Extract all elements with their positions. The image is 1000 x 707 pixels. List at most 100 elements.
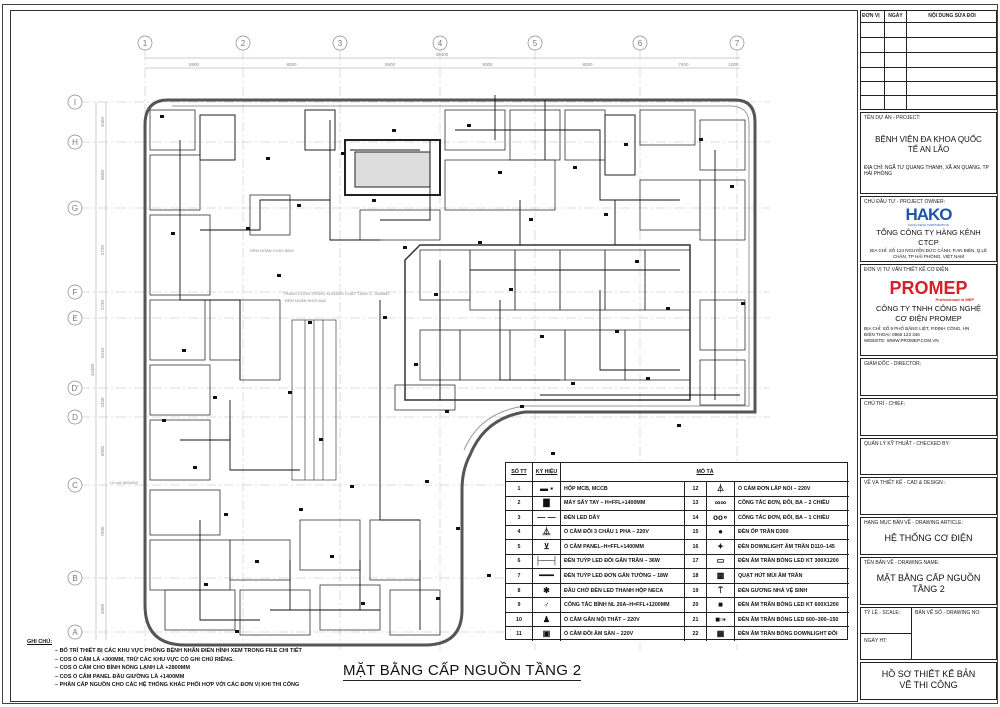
grid-bubble-col (632, 35, 648, 51)
consultant-section: ĐƠN VỊ TƯ VẤN THIẾT KẾ CƠ ĐIỆN: PROMEP P… (860, 264, 997, 356)
consultant-name: CÔNG TY TNHH CÔNG NGHỆ CƠ ĐIỆN PROMEP (875, 304, 981, 323)
notes-block: GHI CHÚ: – BỐ TRÍ THIẾT BỊ CÁC KHU VỰC P… (27, 638, 337, 698)
column-dim: 8500 (385, 62, 396, 67)
device-symbol (330, 555, 334, 558)
grid-bubble-col (729, 35, 745, 51)
legend-desc: ĐÈN ÂM TRẦN BÓNG LED KT 600X1200 (734, 598, 849, 612)
mirror-light-icon: ⍑ (706, 583, 734, 598)
grid-label-col: 6 (638, 39, 643, 48)
owner-name: TỔNG CÔNG TY HÀNG KÊNH CTCP (876, 228, 981, 247)
note-item: – COS Ổ CẮM LÀ +300MM, TRỪ CÁC KHU VỰC C… (55, 656, 234, 663)
drawing-frame (10, 10, 858, 702)
promep-logo: PROMEP (889, 278, 968, 298)
revision-table: ĐƠN VỊ NGÀY NỘI DUNG SỬA ĐỔI (860, 10, 997, 110)
power-circuits (160, 95, 745, 633)
rev-header-date: NGÀY (888, 13, 903, 19)
column-dim: 8000 (482, 62, 493, 67)
grid-bubble-row (67, 134, 83, 150)
drawing-no-label: BẢN VẼ SỐ - DRAWING NO: (915, 610, 981, 616)
grid-bubble-row (67, 409, 83, 425)
legend-desc: Ổ CẮM GẮN NỘI THẤT – 220V (560, 612, 684, 627)
row-dim: 4500 (100, 603, 105, 614)
hand-dryer-icon: ▇ (532, 496, 560, 511)
switch-2way-icon: ∞∞ (706, 496, 734, 511)
consultant-phone: ĐIỆN THOẠI: 0966 123 346 (864, 332, 920, 337)
device-symbol (635, 260, 639, 263)
grid-bubble-row (67, 310, 83, 326)
device-symbol (403, 246, 407, 249)
grid-label-row: I (74, 98, 76, 107)
legend-desc: ĐÈN ÂM TRẦN BÓNG LED 600–300–150 (734, 612, 849, 627)
legend-desc: Ổ CẮM PANEL–H=FFL+1400MM (560, 540, 684, 554)
legend-no: 6 (517, 558, 521, 565)
device-symbol (741, 302, 745, 305)
grid-bubble-col (527, 35, 543, 51)
device-symbol (414, 363, 418, 366)
legend-desc: CÔNG TẮC ĐƠN, ĐÔI, BA – 1 CHIỀU (734, 511, 849, 525)
legend-no: 19 (684, 583, 706, 598)
legend-no: 16 (684, 540, 706, 554)
grid-bubble-col (332, 35, 348, 51)
single-tube-icon: ━━━ (532, 569, 560, 583)
device-symbol (666, 307, 670, 310)
legend-desc: ĐÈN ỐP TRẦN D300 (734, 525, 849, 540)
article-value: HỆ THỐNG CƠ ĐIỆN (884, 533, 973, 543)
device-symbol (341, 152, 345, 155)
ceiling-light-icon: ● (706, 525, 734, 540)
label-fire-curtain: RÈM NGĂN CHÁY 8000 (250, 248, 294, 253)
escalator (291, 319, 337, 481)
column-dim: 8500 (189, 62, 200, 67)
grid-label-row: B (72, 574, 77, 583)
grid-label-col: 5 (533, 39, 538, 48)
project-name: BỆNH VIỆN ĐA KHOA QUỐC TẾ AN LÃO (875, 135, 982, 154)
device-symbol (361, 602, 365, 605)
panel-set-icon: ■▫▪ (706, 612, 734, 627)
device-symbol (467, 124, 471, 127)
led-junction-icon: ✱ (532, 583, 560, 598)
consultant-website: WEBSITE: WWW.PROMEP.COM.VN (864, 338, 939, 343)
scale-label: TỶ LỆ - SCALE: (864, 610, 901, 616)
device-symbol (246, 227, 250, 230)
project-address: ĐỊA CHỈ: NGÃ TƯ QUANG THANH, XÃ AN QUANG… (864, 165, 989, 177)
device-symbol (498, 171, 502, 174)
legend-desc: QUẠT HÚT MÙI ÂM TRẦN (734, 569, 849, 583)
rev-header-unit: ĐƠN VỊ (862, 13, 880, 19)
label-shaft: Lỗ mở 800x500 (110, 480, 139, 485)
legend-no: 7 (517, 573, 521, 580)
overall-width-dim: 49400 (436, 52, 449, 57)
device-symbol (624, 143, 628, 146)
device-symbol (392, 129, 396, 132)
row-dim: 5720 (100, 244, 105, 255)
grid-bubble-row (67, 570, 83, 586)
legend-no: 22 (684, 627, 706, 641)
floor-socket-icon: ▣ (532, 627, 560, 641)
legend-desc: HỘP MCB, MCCB (560, 482, 684, 496)
grid-label-row: E (72, 314, 77, 323)
device-symbol (551, 452, 555, 455)
drawing-name-value: MẶT BẰNG CẤP NGUỒN TẦNG 2 (876, 573, 981, 594)
rev-header-content: NỘI DUNG SỬA ĐỔI (928, 13, 976, 19)
device-symbol (571, 382, 575, 385)
legend-no: 20 (684, 598, 706, 612)
column-dim: 8000 (286, 62, 297, 67)
grid-label-row: D (72, 413, 78, 422)
device-symbol (383, 316, 387, 319)
legend-no: 5 (517, 543, 521, 550)
notes-title: GHI CHÚ: (27, 639, 53, 645)
device-symbol (425, 480, 429, 483)
drawing-name-label: TÊN BẢN VẼ - DRAWING NAME: (864, 560, 940, 566)
column-dim: 1000 (728, 62, 739, 67)
device-symbol (162, 419, 166, 422)
device-symbol (299, 508, 303, 511)
device-symbol (288, 391, 292, 394)
label-smoke-curtain: RÈM NGĂN KHÓI 8A8 (285, 298, 326, 303)
row-dim: 6000 (100, 445, 105, 456)
grid-label-col: 4 (438, 39, 443, 48)
legend-no: 9 (517, 602, 521, 609)
grid-label-col: 7 (735, 39, 740, 48)
legend-header-symbol: KÝ HIỆU (532, 463, 560, 481)
